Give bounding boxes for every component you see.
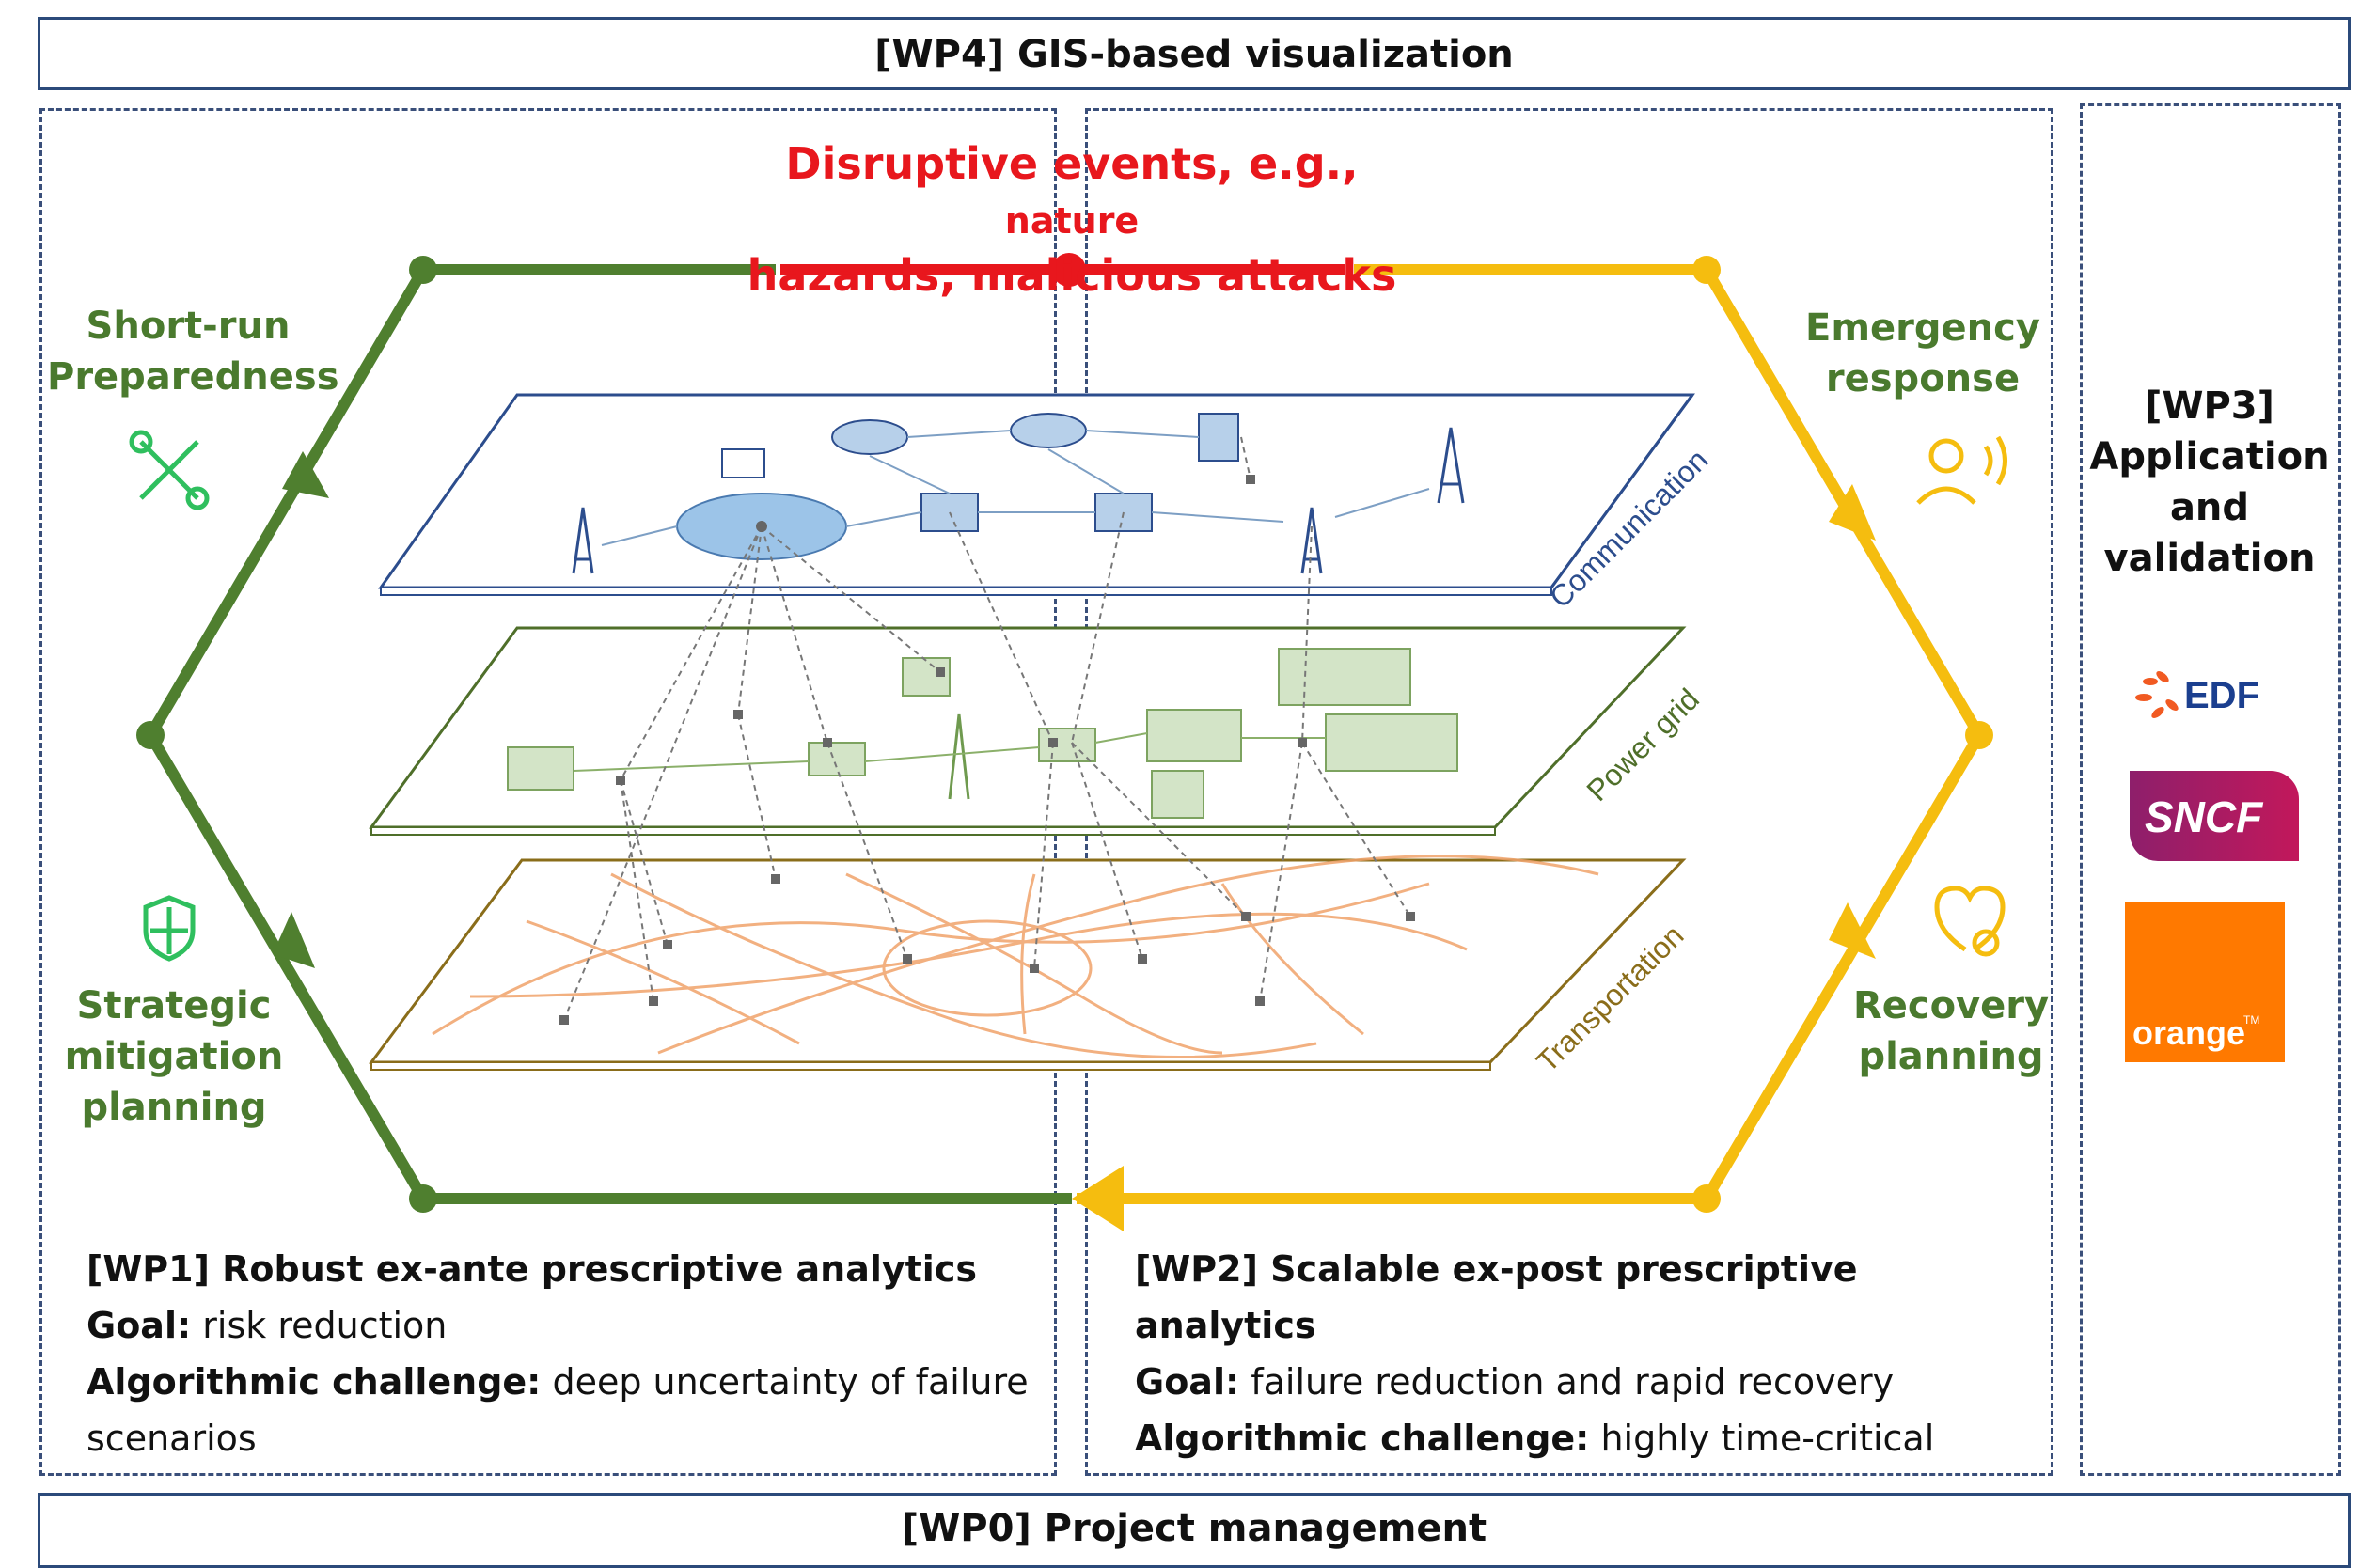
wp2-goal-label: Goal: bbox=[1135, 1361, 1240, 1403]
wp2-text: [WP2] Scalable ex-post prescriptive anal… bbox=[1135, 1241, 2047, 1466]
laptop-icon bbox=[721, 448, 765, 478]
node-top-right bbox=[1692, 256, 1721, 284]
sncf-logo: SNCF bbox=[2130, 771, 2299, 861]
city-icon bbox=[1278, 648, 1411, 706]
link-nodes bbox=[559, 475, 1415, 1025]
phase-recovery-line1: Recovery bbox=[1852, 984, 2050, 1027]
arrow-left-bottom bbox=[1072, 1166, 1124, 1231]
edf-logo: EDF bbox=[2130, 667, 2280, 724]
wp2-challenge-value: highly time-critical bbox=[1600, 1418, 1935, 1459]
person-voice-icon bbox=[1916, 435, 2007, 505]
wp2-goal-value: failure reduction and rapid recovery bbox=[1251, 1361, 1895, 1403]
phase-mitigation-line3: planning bbox=[81, 1086, 267, 1129]
communication-layer bbox=[378, 393, 1695, 596]
shield-icon bbox=[143, 895, 196, 962]
wp0-label: [WP0] Project management bbox=[901, 1507, 1487, 1550]
disruptive-line2: hazards, malicious attacks bbox=[747, 250, 1397, 301]
arrow-down-right-top bbox=[1829, 484, 1876, 541]
wp3-line3: and bbox=[2169, 486, 2250, 529]
wp1-goal-label: Goal: bbox=[87, 1305, 192, 1346]
arrow-up-left-top bbox=[282, 451, 329, 498]
phase-recovery: Recovery planning bbox=[1815, 980, 2087, 1082]
orange-logo: orange TM bbox=[2125, 902, 2285, 1062]
residential-icon bbox=[1325, 713, 1458, 772]
substation-icon bbox=[808, 742, 866, 776]
interdependency-links bbox=[563, 436, 1411, 1021]
phase-preparedness-line1: Short-run bbox=[86, 305, 291, 348]
phase-mitigation: Strategic mitigation planning bbox=[38, 980, 310, 1133]
phase-preparedness: Short-run Preparedness bbox=[47, 301, 339, 402]
tower-icon bbox=[1300, 507, 1323, 574]
server-icon bbox=[1198, 413, 1239, 462]
wp1-goal: Goal: risk reduction bbox=[87, 1297, 1036, 1354]
arrow-up-left-bottom bbox=[273, 912, 315, 968]
wp2-goal: Goal: failure reduction and rapid recove… bbox=[1135, 1354, 2047, 1410]
disruptive-small: nature bbox=[1004, 200, 1140, 242]
wp4-label: [WP4] GIS-based visualization bbox=[874, 33, 1514, 76]
disruptive-main: Disruptive events, e.g., bbox=[785, 138, 1359, 189]
tower-icon bbox=[572, 507, 594, 574]
wp3-line1: [WP3] bbox=[2145, 384, 2274, 428]
node-disruption bbox=[1052, 253, 1086, 287]
phase-emergency: Emergency response bbox=[1786, 303, 2059, 404]
router-icon bbox=[1010, 413, 1087, 448]
node-bottom-left bbox=[409, 1184, 437, 1213]
plant-icon bbox=[1151, 770, 1204, 819]
tools-icon bbox=[129, 430, 210, 510]
substation-icon bbox=[1038, 728, 1096, 762]
wp1-title-text: [WP1] Robust ex-ante prescriptive analyt… bbox=[87, 1248, 977, 1290]
wp1-challenge-value2: scenarios bbox=[87, 1418, 257, 1459]
wp3-text: [WP3] Application and validation bbox=[2083, 381, 2336, 584]
transportation-layer bbox=[369, 855, 1687, 1071]
wp4-banner: [WP4] GIS-based visualization bbox=[38, 17, 2351, 90]
router-icon bbox=[831, 419, 908, 455]
orange-logo-tm: TM bbox=[2243, 1013, 2260, 1027]
wp1-challenge: Algorithmic challenge: deep uncertainty … bbox=[87, 1354, 1036, 1410]
heart-care-icon bbox=[1934, 886, 2006, 957]
phase-mitigation-line2: mitigation bbox=[64, 1035, 284, 1078]
wp1-text: [WP1] Robust ex-ante prescriptive analyt… bbox=[87, 1241, 1036, 1466]
wp3-panel bbox=[2080, 103, 2341, 1476]
factory-icon bbox=[507, 746, 574, 791]
wp1-goal-value: risk reduction bbox=[202, 1305, 448, 1346]
tower-icon bbox=[1437, 427, 1465, 504]
disruptive-line1: Disruptive events, e.g., nature bbox=[715, 136, 1429, 248]
disruptive-events-text: Disruptive events, e.g., nature hazards,… bbox=[715, 136, 1429, 303]
wp1-title: [WP1] Robust ex-ante prescriptive analyt… bbox=[87, 1241, 1036, 1297]
house-icon bbox=[1146, 709, 1242, 762]
orange-logo-text: orange bbox=[2132, 1013, 2246, 1052]
wp1-challenge-label: Algorithmic challenge: bbox=[87, 1361, 542, 1403]
sncf-logo-text: SNCF bbox=[2145, 792, 2263, 841]
wp2-title-text: [WP2] Scalable ex-post prescriptive anal… bbox=[1135, 1248, 1858, 1346]
phase-emergency-line2: response bbox=[1825, 357, 2021, 400]
phase-recovery-line2: planning bbox=[1858, 1035, 2044, 1078]
node-right bbox=[1965, 721, 1993, 749]
wp2-title: [WP2] Scalable ex-post prescriptive anal… bbox=[1135, 1241, 2047, 1354]
wp3-line4: validation bbox=[2103, 537, 2316, 580]
phase-preparedness-line2: Preparedness bbox=[47, 355, 339, 399]
phase-emergency-line1: Emergency bbox=[1805, 306, 2040, 350]
wp3-line2: Application bbox=[2089, 435, 2330, 478]
node-left bbox=[136, 721, 165, 749]
node-bottom-right bbox=[1692, 1184, 1721, 1213]
power-plant-icon bbox=[902, 657, 951, 697]
transmission-tower-icon bbox=[948, 713, 970, 800]
phase-mitigation-line1: Strategic bbox=[76, 984, 272, 1027]
wp2-challenge: Algorithmic challenge: highly time-criti… bbox=[1135, 1410, 2047, 1466]
edf-logo-text: EDF bbox=[2184, 675, 2259, 716]
node-top-left bbox=[409, 256, 437, 284]
arrow-down-right-bottom bbox=[1829, 902, 1876, 959]
power-grid-layer bbox=[369, 626, 1687, 836]
road-network bbox=[432, 855, 1599, 1059]
wp1-challenge-value: deep uncertainty of failure bbox=[552, 1361, 1029, 1403]
wp2-challenge-label: Algorithmic challenge: bbox=[1135, 1418, 1590, 1459]
